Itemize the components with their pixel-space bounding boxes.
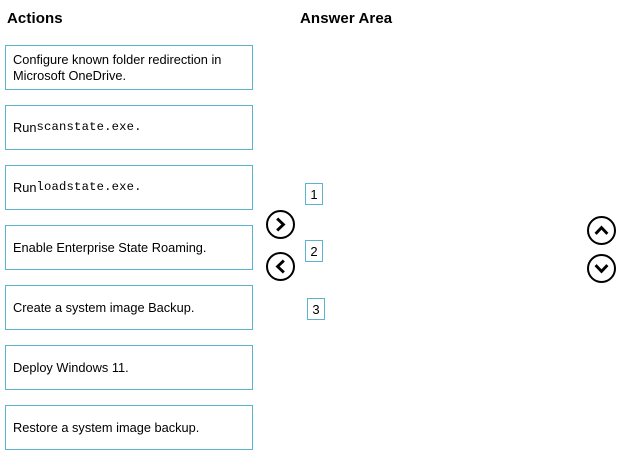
answer-area-column-heading: Answer Area bbox=[300, 10, 393, 27]
move-up-button[interactable] bbox=[587, 216, 616, 245]
move-down-button[interactable] bbox=[587, 254, 616, 283]
action-item-run-scanstate[interactable]: Run scanstate.exe. bbox=[5, 105, 253, 150]
answer-slot-number-3: 3 bbox=[307, 298, 325, 320]
answer-area-dropzone[interactable] bbox=[300, 38, 570, 438]
action-item-suffix: . bbox=[134, 179, 142, 194]
action-item-command: loadstate.exe bbox=[36, 179, 135, 194]
action-item-create-system-image-backup[interactable]: Create a system image Backup. bbox=[5, 285, 253, 330]
action-item-prefix: Run bbox=[13, 179, 37, 195]
action-item-label: Restore a system image backup. bbox=[13, 419, 200, 435]
move-left-button[interactable] bbox=[266, 252, 295, 281]
actions-column-heading: Actions bbox=[7, 10, 63, 27]
action-item-suffix: . bbox=[134, 119, 142, 134]
action-item-enable-enterprise-state-roaming[interactable]: Enable Enterprise State Roaming. bbox=[5, 225, 253, 270]
action-item-label: Enable Enterprise State Roaming. bbox=[13, 239, 207, 255]
action-item-label: Configure known folder redirection in Mi… bbox=[13, 52, 222, 83]
move-right-button[interactable] bbox=[266, 210, 295, 239]
answer-slot-number-1: 1 bbox=[305, 183, 323, 205]
answer-slot-number-2: 2 bbox=[305, 240, 323, 262]
action-item-restore-system-image-backup[interactable]: Restore a system image backup. bbox=[5, 405, 253, 450]
action-item-label: Deploy Windows 11. bbox=[13, 359, 129, 375]
actions-list: Configure known folder redirection in Mi… bbox=[5, 45, 253, 465]
action-item-command: scanstate.exe bbox=[36, 119, 135, 134]
action-item-label: Create a system image Backup. bbox=[13, 299, 195, 315]
chevron-up-icon bbox=[594, 223, 609, 238]
chevron-down-icon bbox=[594, 261, 609, 276]
action-item-configure-known-folder-redirection[interactable]: Configure known folder redirection in Mi… bbox=[5, 45, 253, 90]
chevron-right-icon bbox=[273, 217, 288, 232]
action-item-deploy-windows-11[interactable]: Deploy Windows 11. bbox=[5, 345, 253, 390]
action-item-run-loadstate[interactable]: Run loadstate.exe. bbox=[5, 165, 253, 210]
chevron-left-icon bbox=[273, 259, 288, 274]
action-item-prefix: Run bbox=[13, 119, 37, 135]
